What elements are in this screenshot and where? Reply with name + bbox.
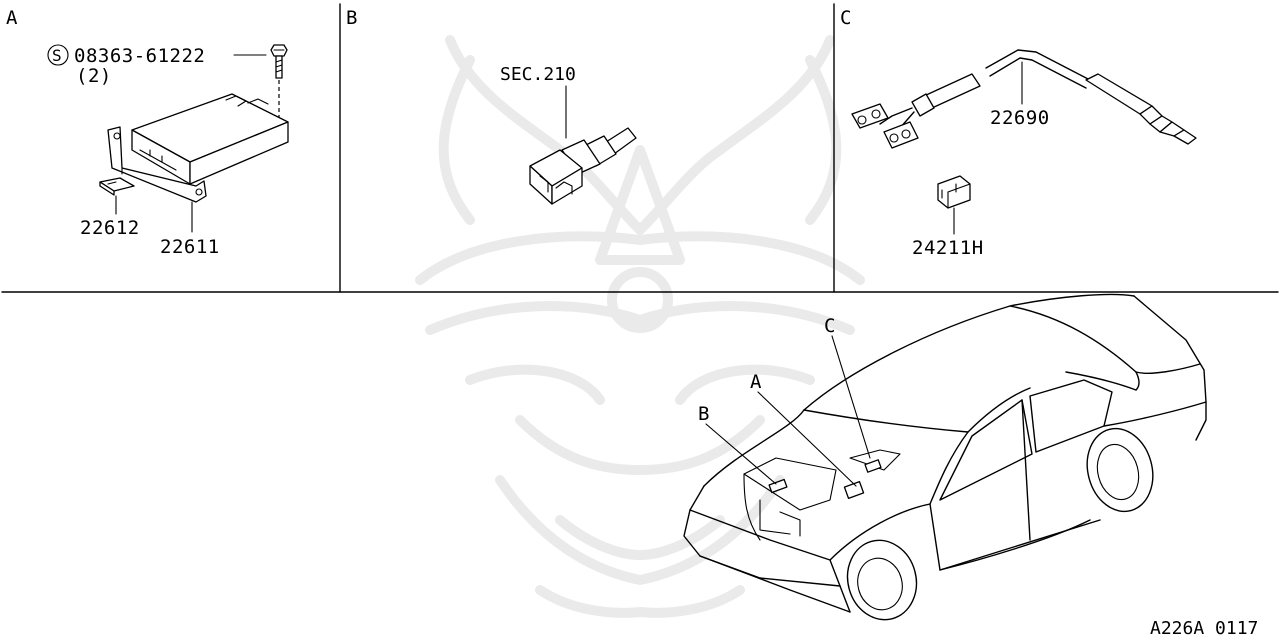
part-label-22690: 22690 — [990, 107, 1050, 129]
bolt-quantity: (2) — [76, 65, 112, 87]
connector-icon — [937, 175, 971, 209]
section-c-letter: C — [840, 7, 852, 29]
part-label-22611: 22611 — [160, 236, 220, 258]
car-callout-c: C — [824, 315, 836, 337]
vehicle-overview-drawing — [683, 293, 1207, 621]
section-a-drawing: S 08363-61222 (2) — [47, 44, 289, 258]
section-reference: SEC.210 — [500, 64, 576, 85]
section-b-letter: B — [346, 7, 358, 29]
section-a-letter: A — [6, 7, 18, 29]
temperature-sensor-icon — [529, 127, 637, 205]
car-callout-b: B — [698, 403, 710, 425]
bracket-icon — [107, 126, 207, 203]
part-label-22612: 22612 — [80, 217, 140, 239]
control-unit-icon — [131, 93, 289, 185]
part-label-24211h: 24211H — [912, 237, 984, 259]
standard-part-mark — [47, 44, 69, 66]
clip-icon — [99, 177, 135, 196]
section-b-drawing: SEC.210 — [500, 64, 637, 205]
bolt-part-number: 08363-61222 — [74, 45, 205, 67]
bolt-icon — [270, 44, 288, 79]
car-callout-a: A — [750, 371, 762, 393]
diagram-code: A226A 0117 — [1150, 618, 1258, 639]
section-c-drawing: 22690 24211H — [851, 49, 1197, 259]
standard-part-mark-letter: S — [52, 46, 62, 65]
oxygen-sensor-icon — [851, 49, 1197, 149]
watermark-emblem — [415, 35, 865, 618]
